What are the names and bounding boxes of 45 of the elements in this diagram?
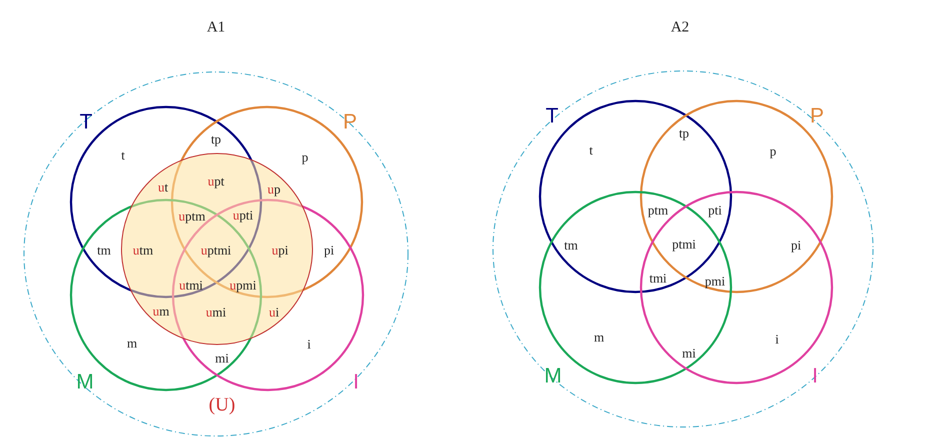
region-label: ptmi — [672, 238, 696, 250]
region-label: mi — [682, 346, 696, 360]
region-label: m — [126, 336, 138, 350]
region-label: p — [770, 144, 776, 158]
region-label: ut — [158, 180, 168, 194]
region-label: pi — [324, 244, 334, 256]
region-label: uptm — [178, 210, 206, 222]
set-label: P — [343, 112, 357, 132]
region-label: ui — [268, 306, 280, 318]
set-label: M — [76, 372, 94, 392]
region-label: utm — [132, 244, 154, 256]
region-label: upt — [208, 174, 224, 188]
region-label: pti — [708, 204, 722, 216]
region-label: tp — [678, 126, 690, 140]
set-label: A1 — [206, 20, 226, 36]
region-label: p — [302, 150, 308, 164]
region-label: um — [152, 304, 170, 318]
region-label: uptmi — [200, 244, 232, 256]
region-label: m — [594, 330, 604, 344]
region-label: upmi — [230, 278, 256, 292]
set-label: A2 — [670, 20, 690, 36]
region-label: ptm — [648, 204, 668, 216]
region-label: pi — [790, 238, 802, 252]
region-label: tmi — [649, 272, 667, 284]
set-label: P — [810, 106, 824, 126]
region-label: up — [268, 182, 280, 196]
region-label: tm — [564, 238, 578, 252]
set-label: I — [812, 366, 818, 386]
region-label: tp — [210, 132, 222, 146]
region-label: i — [775, 332, 779, 346]
set-label: (U) — [208, 396, 236, 414]
region-label: mi — [215, 352, 229, 364]
region-label: upti — [232, 208, 254, 222]
region-label: umi — [206, 306, 226, 318]
region-label: i — [307, 338, 311, 350]
region-label: pmi — [704, 274, 726, 288]
region-label: t — [589, 144, 593, 156]
region-label: t — [121, 148, 125, 162]
set-label: I — [353, 372, 359, 392]
region-label: upi — [272, 244, 288, 256]
region-label: utmi — [179, 278, 203, 292]
region-label: tm — [97, 244, 111, 256]
set-label: M — [544, 366, 562, 386]
set-label: T — [546, 106, 558, 126]
set-label: T — [80, 112, 92, 132]
